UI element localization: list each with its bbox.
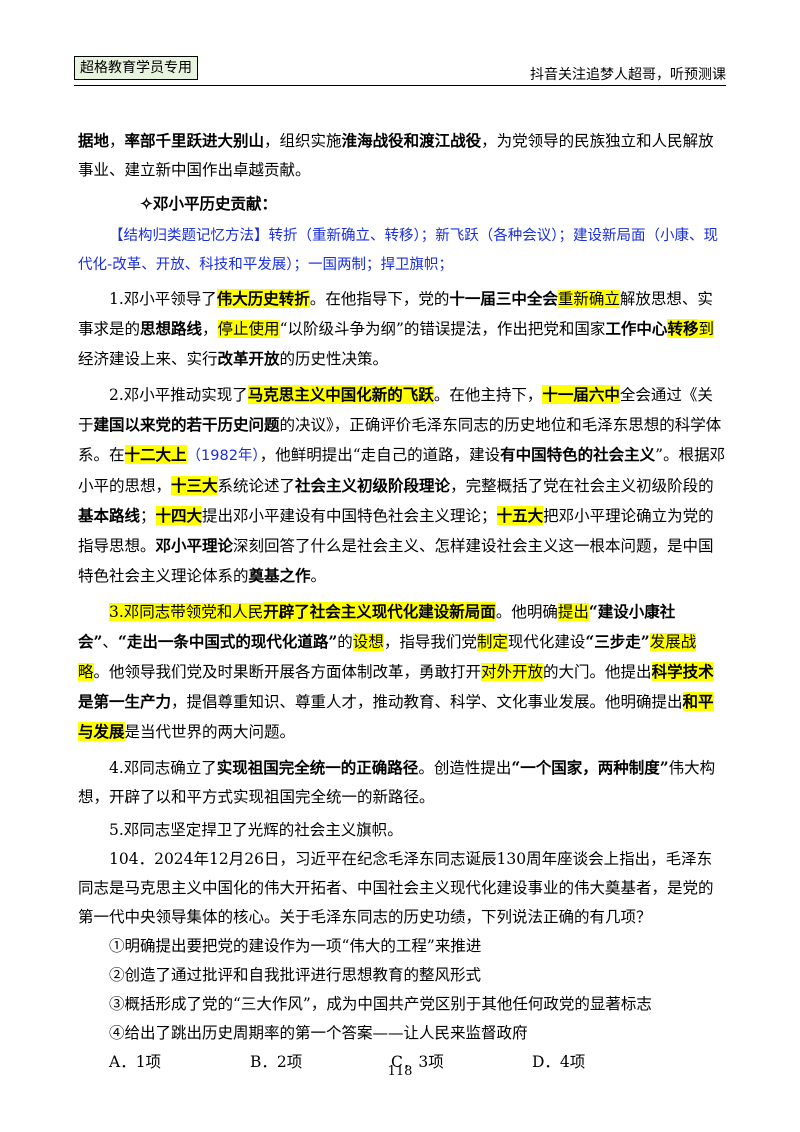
bold-text: 邓小平理论 — [155, 536, 234, 555]
question-stem: 104．2024年12月26日，习近平在纪念毛泽东同志诞辰130周年座谈会上指出… — [78, 850, 714, 926]
highlight: 停止使用 — [217, 320, 280, 338]
page-number: 118 — [387, 1064, 413, 1079]
text: 系统论述了 — [217, 477, 296, 495]
highlight-bold: 十二大上 — [124, 445, 187, 464]
bold-text: 是第一生产力 — [78, 692, 172, 711]
intro-bold: 据地 — [78, 131, 110, 150]
highlight-bold: 开辟了社会主义现代化建设新局面 — [263, 602, 496, 621]
text: ，指导我们党 — [383, 633, 477, 651]
memory-method-note: 【结构归类题记忆方法】转折（重新确立、转移）；新飞跃（各种会议）；建设新局面（小… — [78, 228, 718, 273]
bold-text: “建设小康社会” — [78, 602, 676, 651]
highlight-bold: 十四大 — [155, 506, 203, 525]
bold-text: 十一届三中全会 — [449, 289, 558, 308]
highlight-bold: 十一届六中 — [542, 385, 620, 404]
bold-text: “三步走” — [585, 632, 650, 651]
question-statement: ③概括形成了党的“三大作风”，成为中国共产党区别于其他任何政党的显著标志 — [109, 995, 652, 1013]
highlight: 对外开放 — [481, 663, 544, 681]
text: 把邓小平理论确立为党的指导思想。 — [78, 507, 714, 555]
highlight-bold: 科学技术 — [651, 662, 714, 681]
text: 的历史性决策。 — [279, 350, 389, 368]
intro-bold: 淮海战役和渡江战役 — [341, 131, 482, 150]
point-2-paragraph: 2.邓小平推动实现了马克思主义中国化新的飞跃。在他主持下，十一届六中全会通过《关… — [78, 380, 726, 591]
text: ，他鲜明提出“走自己的道路，建设 — [259, 446, 501, 464]
text: 伟大构想，开辟了以和平方式实现祖国完全统一的新路径。 — [78, 759, 716, 806]
text: 。在他指导下，党的 — [309, 290, 450, 308]
text: 。在他主持下， — [433, 386, 543, 404]
highlight-bold: 十五大 — [496, 506, 544, 525]
text: 。他明确 — [495, 603, 558, 621]
text: 的大门。他提出 — [543, 663, 652, 681]
option-d: D．4项 — [532, 1053, 586, 1071]
point-1-paragraph: 1.邓小平领导了伟大历史转折。在他指导下，党的十一届三中全会重新确立解放思想、实… — [78, 284, 726, 374]
bold-text: “一个国家，两种制度” — [511, 758, 669, 777]
intro-text: ， — [109, 132, 125, 150]
text: 提出邓小平建设有中国特色社会主义理论； — [202, 507, 497, 525]
header-promo-text: 抖音关注追梦人超哥，听预测课 — [530, 67, 726, 83]
bold-text: 思想路线 — [140, 319, 203, 338]
highlight: 设想 — [352, 633, 384, 651]
intro-bold: 率部千里跃进大别山 — [124, 131, 265, 150]
highlight: 到 — [698, 320, 714, 338]
bold-text: 实现祖国完全统一的正确路径 — [216, 758, 419, 777]
text: “以阶级斗争为纲”的错误提法，作出把党和国家 — [279, 320, 606, 338]
bold-text: 基本路线 — [78, 506, 141, 525]
bold-text: 改革开放 — [217, 349, 280, 368]
question-statement: ②创造了通过批评和自我批评进行思想教育的整风形式 — [109, 966, 482, 984]
option-c: C．3项 — [391, 1053, 444, 1071]
text: 2.邓小平推动实现了 — [109, 386, 248, 404]
bold-text: “走出一条中国式的现代化道路” — [117, 632, 338, 651]
bold-text: 有中国特色的社会主义 — [500, 445, 656, 464]
bold-text: 社会主义初级阶段理论 — [295, 476, 451, 495]
option-a: A．1项 — [109, 1053, 162, 1071]
intro-paragraph: 据地，率部千里跃进大别山，组织实施淮海战役和渡江战役，为党领导的民族独立和人民解… — [78, 126, 726, 185]
highlight: 3.邓同志带领党和人民 — [109, 603, 264, 621]
text: 解放思想、实事求是的 — [78, 290, 713, 338]
highlight-bold: 转移 — [667, 319, 699, 338]
text: ，完整概括了党在社会主义初级阶段的 — [450, 477, 714, 495]
highlight-bold: 伟大历史转折 — [216, 289, 310, 308]
point-3-paragraph: 3.邓同志带领党和人民开辟了社会主义现代化建设新局面。他明确提出“建设小康社会”… — [78, 597, 726, 747]
highlight-bold: 马克思主义中国化新的飞跃 — [247, 385, 434, 404]
text: 现代化建设 — [507, 633, 586, 651]
student-only-badge: 超格教育学员专用 — [74, 56, 198, 80]
highlight: 制定 — [476, 633, 508, 651]
answer-options: A．1项 B．2项 C．3项 D．4项 — [109, 1048, 726, 1077]
text: 的决议》，正确评价毛泽东同志的历史地位和毛泽东思想的科学体系。在 — [78, 416, 722, 464]
bold-text: 奠基之作 — [248, 566, 311, 585]
text: 。 — [310, 567, 327, 585]
intro-text: ，组织实施 — [264, 132, 342, 150]
text: 。创造性提出 — [418, 759, 512, 777]
page-content: 据地，率部千里跃进大别山，组织实施淮海战役和渡江战役，为党领导的民族独立和人民解… — [78, 126, 726, 1077]
text: 深刻回答了什么是社会主义、怎样建设社会主义这一根本问题，是中国特色社会主义理论体… — [78, 537, 714, 585]
text: ， — [202, 320, 218, 338]
section-heading: ✧邓小平历史贡献： — [140, 194, 277, 213]
text: ，提倡尊重知识、尊重人才，推动教育、科学、文化事业发展。他明确提出 — [171, 693, 683, 711]
highlight: 提出 — [557, 603, 589, 621]
text: 1.邓小平领导了 — [109, 290, 217, 308]
text: 4.邓同志确立了 — [109, 759, 217, 777]
intro-text: ，为党领导的民族独立和人民解放事业、建立新中国作出卓越贡献。 — [78, 132, 714, 179]
point-5-paragraph: 5.邓同志坚定捍卫了光辉的社会主义旗帜。 — [109, 821, 403, 839]
year-note: （1982年） — [186, 448, 260, 464]
text: 的 — [337, 633, 353, 651]
header-divider — [74, 85, 726, 86]
text: ； — [140, 507, 156, 525]
highlight-bold: 十三大 — [171, 476, 218, 495]
highlight: 重新确立 — [557, 290, 620, 308]
bold-text: 建国以来党的若干历史问题 — [93, 415, 280, 434]
question-statement: ①明确提出要把党的建设作为一项“伟大的工程”来推进 — [109, 937, 482, 955]
text: 、 — [102, 633, 118, 651]
text: 经济建设上来、实行 — [78, 350, 218, 368]
question-104: 104．2024年12月26日，习近平在纪念毛泽东同志诞辰130周年座谈会上指出… — [78, 845, 726, 1077]
text: 全会通过《关于 — [78, 386, 713, 434]
question-statement: ④给出了跳出历史周期率的第一个答案——让人民来监督政府 — [109, 1024, 528, 1042]
option-b: B．2项 — [250, 1053, 303, 1071]
point-4-paragraph: 4.邓同志确立了实现祖国完全统一的正确路径。创造性提出“一个国家，两种制度”伟大… — [78, 753, 726, 812]
text: ”。根据邓小平的思想， — [78, 446, 726, 495]
text: 。他领导我们党及时果断开展各方面体制改革，勇敢打开 — [93, 663, 482, 681]
bold-text: 工作中心 — [605, 319, 668, 338]
text: 是当代世界的两大问题。 — [124, 723, 296, 741]
